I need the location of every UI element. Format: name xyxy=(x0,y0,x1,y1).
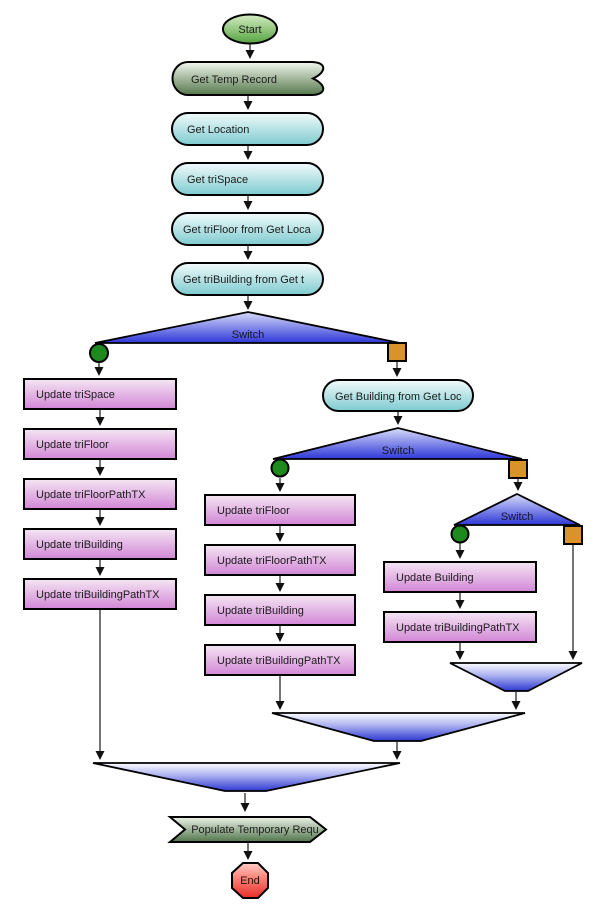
node-switch-2[interactable]: Switch xyxy=(272,427,523,460)
case-port-green-3[interactable] xyxy=(450,524,470,544)
default-port-orange-1[interactable] xyxy=(387,342,407,362)
node-update-trifloorpathtx-left[interactable]: Update triFloorPathTX xyxy=(23,478,177,510)
node-update-tribuilding-left-label: Update triBuilding xyxy=(36,539,123,551)
node-update-tribuildingpathtx-mid-label: Update triBuildingPathTX xyxy=(217,655,341,667)
node-update-tribuildingpathtx-mid[interactable]: Update triBuildingPathTX xyxy=(204,644,356,676)
default-port-orange-3[interactable] xyxy=(563,525,583,545)
node-start-label: Start xyxy=(238,24,261,36)
node-populate-temporary[interactable]: Populate Temporary Requ xyxy=(167,816,328,843)
case-port-green-2[interactable] xyxy=(270,458,290,478)
node-update-trifloor-left[interactable]: Update triFloor xyxy=(23,428,177,460)
node-get-trispace[interactable]: Get triSpace xyxy=(171,162,324,196)
node-update-trispace-left-label: Update triSpace xyxy=(36,389,115,401)
node-update-tribuilding-left[interactable]: Update triBuilding xyxy=(23,528,177,560)
node-update-building-label: Update Building xyxy=(396,572,474,584)
default-port-orange-2[interactable] xyxy=(508,459,528,479)
node-update-tribuildingpathtx-right-label: Update triBuildingPathTX xyxy=(396,622,520,634)
node-switch-2-label: Switch xyxy=(382,445,414,457)
node-get-trifloor[interactable]: Get triFloor from Get Loca xyxy=(171,212,324,246)
node-get-tribuilding[interactable]: Get triBuilding from Get t xyxy=(171,262,324,296)
node-get-location-label: Get Location xyxy=(187,124,249,136)
node-update-trifloorpathtx-mid[interactable]: Update triFloorPathTX xyxy=(204,544,356,576)
node-update-tribuildingpathtx-right[interactable]: Update triBuildingPathTX xyxy=(383,611,537,643)
node-get-trifloor-label: Get triFloor from Get Loca xyxy=(183,224,312,236)
node-update-trifloor-left-label: Update triFloor xyxy=(36,439,109,451)
node-get-tribuilding-label: Get triBuilding from Get t xyxy=(183,274,304,286)
node-update-tribuildingpathtx-left[interactable]: Update triBuildingPathTX xyxy=(23,578,177,610)
node-get-building[interactable]: Get Building from Get Loc xyxy=(322,379,474,412)
node-start[interactable]: Start xyxy=(222,13,278,45)
merge-1[interactable] xyxy=(449,662,583,692)
node-get-temp-record[interactable]: Get Temp Record xyxy=(171,61,325,96)
node-update-trispace-left[interactable]: Update triSpace xyxy=(23,378,177,410)
node-update-tribuilding-mid-label: Update triBuilding xyxy=(217,605,304,617)
node-update-trifloorpathtx-left-label: Update triFloorPathTX xyxy=(36,489,146,501)
node-update-trifloor-mid[interactable]: Update triFloor xyxy=(204,494,356,526)
merge-2[interactable] xyxy=(271,712,526,742)
node-get-location[interactable]: Get Location xyxy=(171,112,324,146)
node-update-tribuilding-mid[interactable]: Update triBuilding xyxy=(204,594,356,626)
case-port-green-1[interactable] xyxy=(89,343,109,363)
connectors xyxy=(94,44,578,860)
node-end-label: End xyxy=(240,875,260,887)
node-update-tribuildingpathtx-left-label: Update triBuildingPathTX xyxy=(36,589,160,601)
node-switch-3-label: Switch xyxy=(501,511,533,523)
node-update-trifloor-mid-label: Update triFloor xyxy=(217,505,290,517)
node-get-trispace-label: Get triSpace xyxy=(187,174,248,186)
node-get-temp-record-label: Get Temp Record xyxy=(191,74,277,86)
node-switch-1-label: Switch xyxy=(232,329,264,341)
node-switch-3[interactable]: Switch xyxy=(453,492,581,526)
node-update-trifloorpathtx-mid-label: Update triFloorPathTX xyxy=(217,555,327,567)
node-get-building-label: Get Building from Get Loc xyxy=(335,391,462,403)
merge-3[interactable] xyxy=(92,762,401,792)
node-end[interactable]: End xyxy=(231,862,269,899)
node-switch-1[interactable]: Switch xyxy=(94,311,401,344)
node-update-building[interactable]: Update Building xyxy=(383,561,537,593)
node-populate-temporary-label: Populate Temporary Requ xyxy=(191,824,319,836)
